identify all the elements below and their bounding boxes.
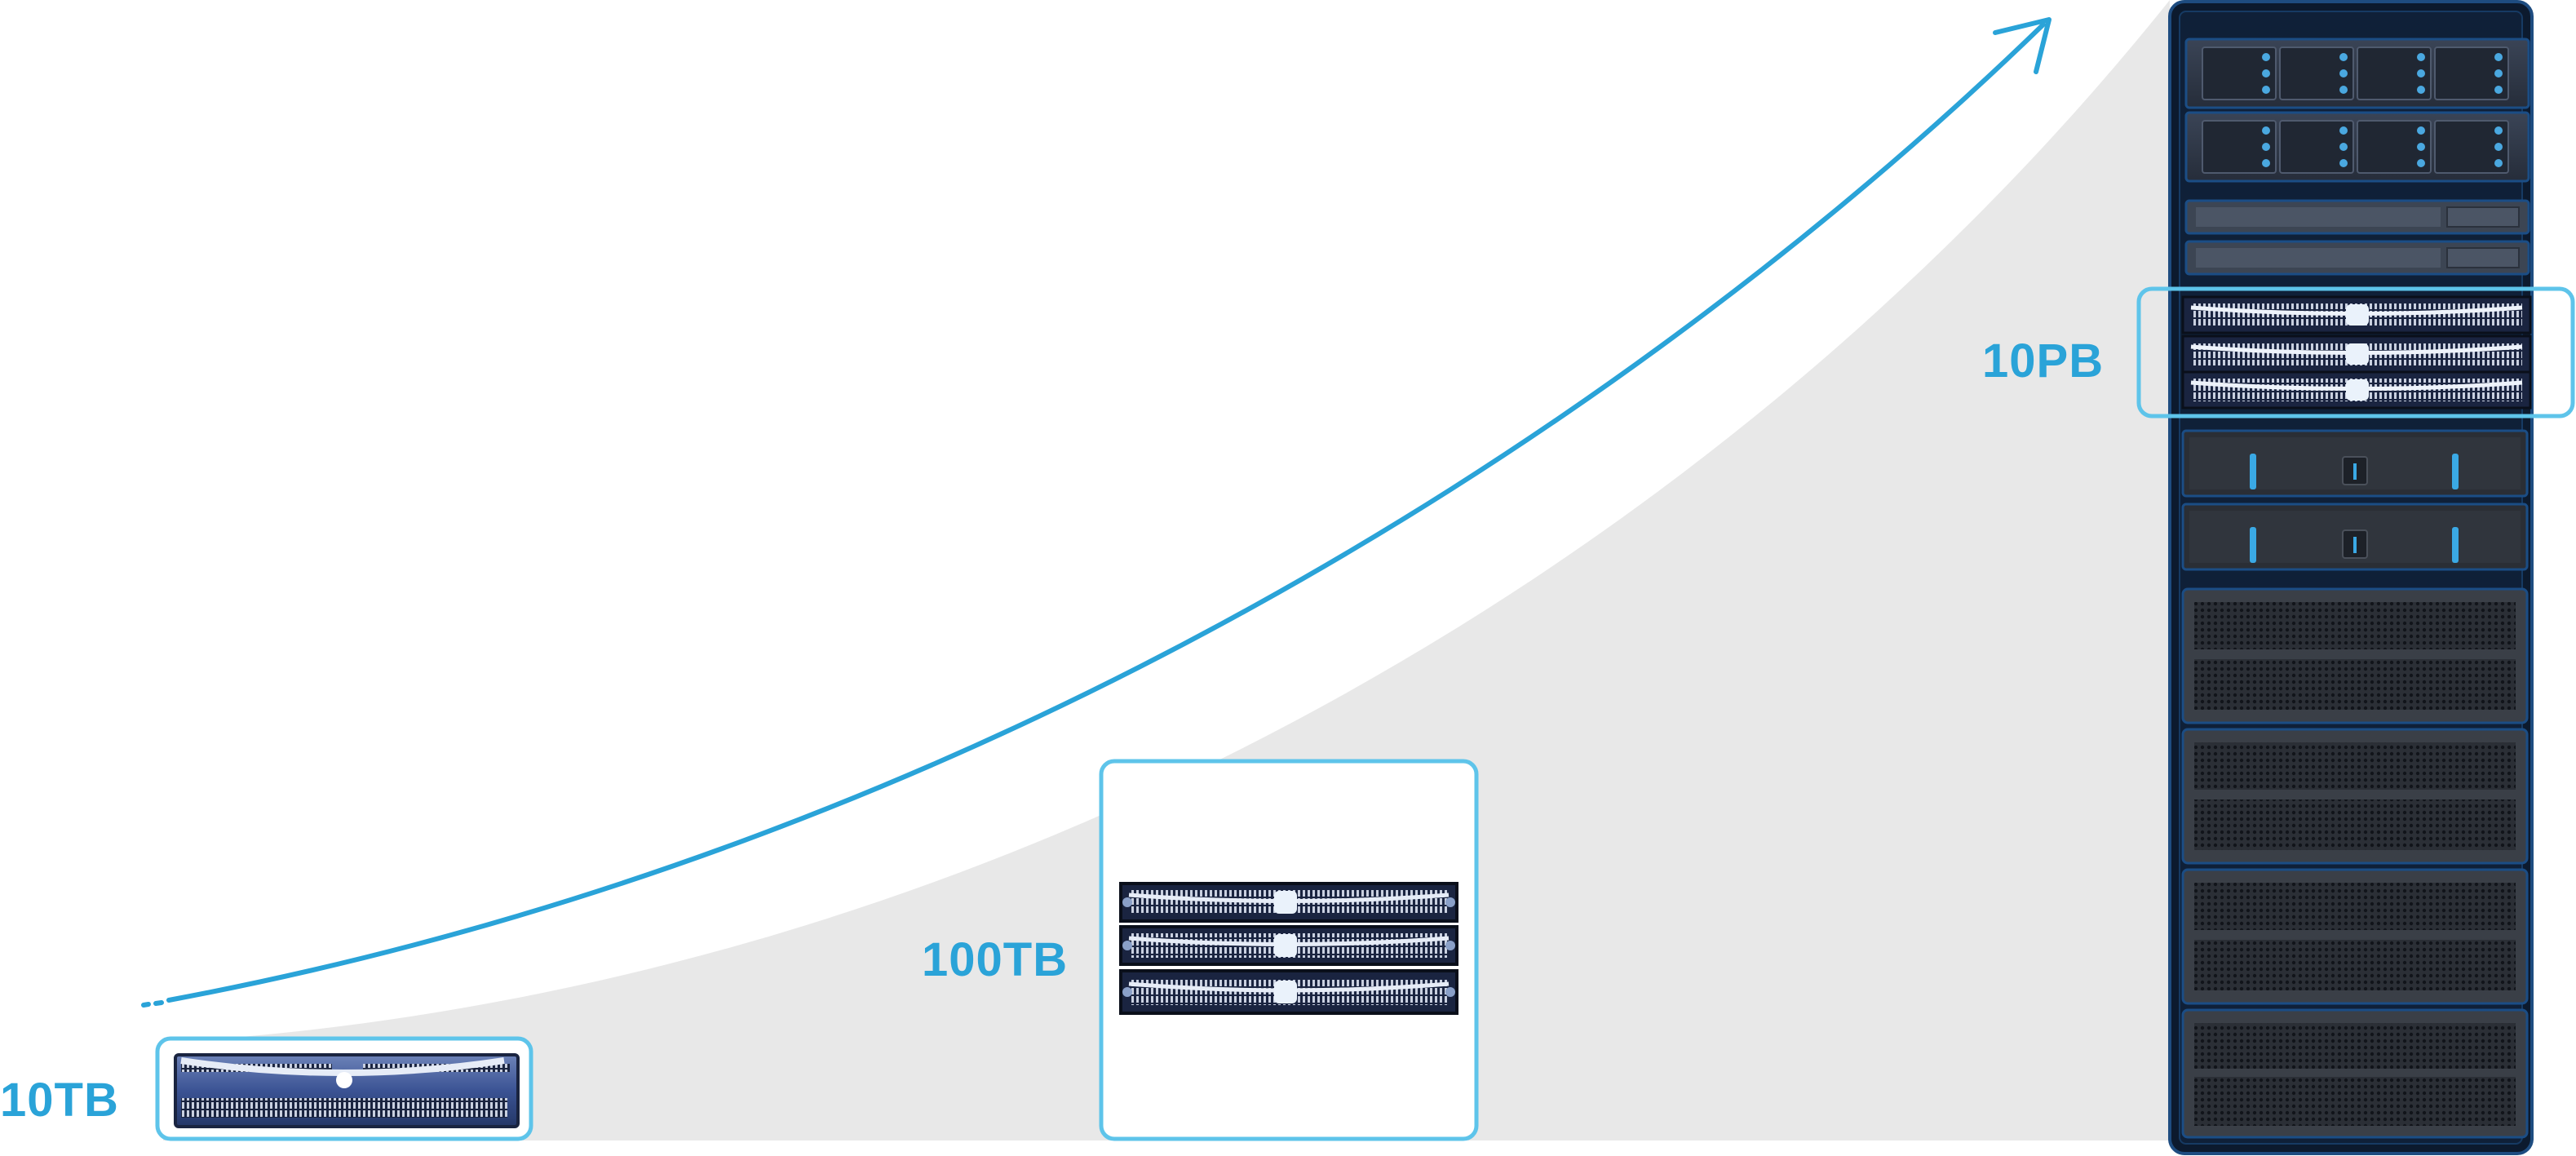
growth-area: [163, 0, 2170, 1140]
server-unit: [1119, 882, 1458, 923]
rack-server-group: [2181, 295, 2532, 410]
server-unit: [1119, 969, 1458, 1015]
capacity-label-100tb: 100TB: [922, 933, 1069, 986]
power-unit: [2181, 503, 2529, 571]
server-rack: [2136, 0, 2575, 1155]
growth-arrow: [141, 17, 2052, 1008]
rack-server: [2181, 295, 2532, 334]
switch-unit: [2184, 240, 2530, 276]
server-unit: [1119, 925, 1458, 966]
switch-unit: [2184, 199, 2530, 235]
single-server: [155, 1036, 533, 1141]
storage-enclosure: [2184, 111, 2530, 183]
rack-server: [2181, 334, 2532, 374]
rack-server: [2181, 370, 2532, 410]
three-server-stack: [1099, 759, 1479, 1141]
highlight-box-10pb: [2136, 286, 2575, 419]
storage-chassis: [2181, 1008, 2529, 1139]
storage-chassis: [2181, 728, 2529, 865]
storage-chassis: [2181, 587, 2529, 724]
capacity-label-10tb: 10TB: [0, 1074, 119, 1127]
storage-chassis: [2181, 868, 2529, 1005]
power-unit: [2181, 429, 2529, 498]
capacity-label-10pb: 10PB: [1982, 334, 2105, 388]
storage-enclosure: [2184, 38, 2530, 109]
